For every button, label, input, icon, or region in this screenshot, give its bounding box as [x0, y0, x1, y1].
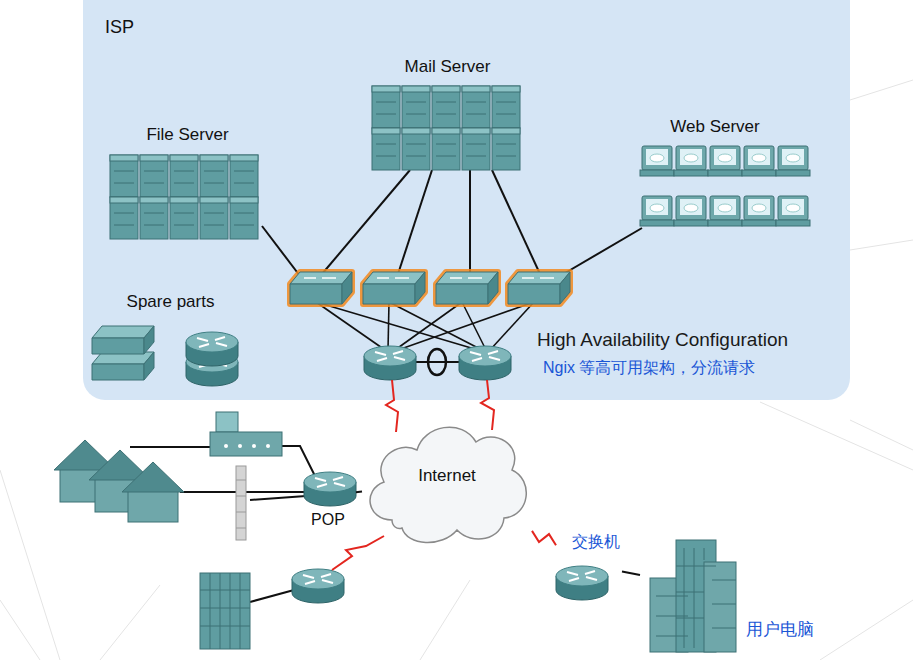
switch-row — [290, 272, 570, 304]
houses — [54, 440, 184, 522]
link-line — [532, 531, 556, 545]
node-label: ISP — [105, 17, 134, 39]
isp-background — [83, 0, 850, 400]
node-label: Web Server — [670, 117, 759, 137]
node-label: POP — [311, 510, 345, 529]
web-server-monitors — [640, 146, 810, 226]
mail-server-rack — [372, 86, 520, 170]
antenna-tower — [236, 466, 246, 540]
annotation-note: Ngix 等高可用架构，分流请求 — [543, 358, 755, 377]
link-line — [356, 490, 362, 493]
node-label: Spare parts — [127, 292, 215, 312]
node-label: File Server — [146, 125, 228, 145]
pop-router: POP — [300, 462, 356, 530]
link-line — [622, 572, 640, 576]
office-building — [200, 536, 384, 649]
server-group: Mail Server — [365, 54, 530, 172]
node-label: Mail Server — [405, 57, 491, 77]
server-group: Web Server — [625, 114, 805, 244]
rack-links — [262, 170, 642, 276]
access-router: 交换机 — [556, 530, 622, 600]
user-building: 用户电脑 — [640, 532, 820, 654]
node-label: 用户电脑 — [746, 620, 814, 640]
access-router-icon — [556, 566, 608, 600]
internet-cloud: Internet — [362, 410, 532, 550]
spare-parts-icons — [92, 326, 238, 386]
server-group: File Server — [105, 122, 270, 244]
node-label: 交换机 — [572, 532, 620, 551]
spare-parts-group: Spare parts — [88, 289, 253, 389]
isp-uplinks — [386, 380, 494, 432]
configuration-title: High Availability Configuration — [537, 329, 788, 352]
switch-router-links — [316, 302, 534, 350]
pop-router-icon — [304, 472, 356, 506]
file-server-rack — [110, 155, 258, 239]
modem — [210, 412, 282, 456]
redundant-routers — [364, 346, 511, 380]
node-label: Internet — [418, 466, 476, 486]
user-buildings — [650, 540, 736, 652]
